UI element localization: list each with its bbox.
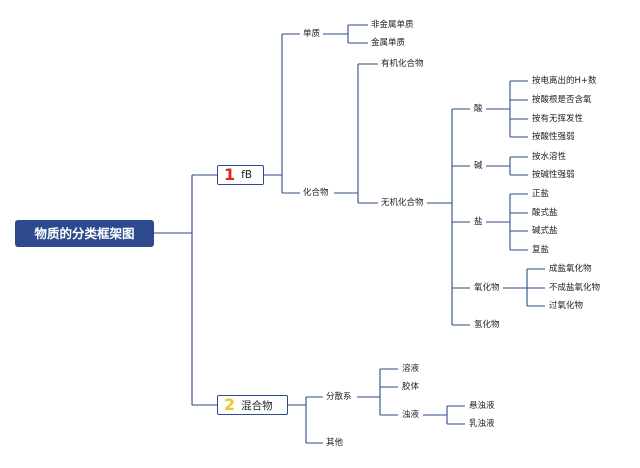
node-acid-salt[interactable]: 酸式盐 (532, 208, 558, 218)
branch-number: 1 (224, 165, 236, 184)
node-salt-forming-oxide[interactable]: 成盐氧化物 (549, 264, 592, 274)
node-acid-by-h-count[interactable]: 按电离出的H+数 (532, 76, 597, 86)
branch-label: fB (241, 169, 253, 181)
node-base-by-solubility[interactable]: 按水溶性 (532, 152, 567, 162)
node-acid-by-oxygen[interactable]: 按酸根是否含氧 (532, 95, 592, 105)
branch-number: 2 (224, 395, 236, 414)
node-nonmetal-elemental[interactable]: 非金属单质 (371, 20, 414, 30)
node-non-salt-forming-oxide[interactable]: 不成盐氧化物 (549, 283, 601, 293)
node-compound[interactable]: 化合物 (303, 188, 329, 198)
node-organic-compound[interactable]: 有机化合物 (381, 59, 424, 69)
node-basic-salt[interactable]: 碱式盐 (532, 226, 558, 236)
node-double-salt[interactable]: 复盐 (532, 245, 550, 255)
node-suspension[interactable]: 悬浊液 (469, 401, 495, 411)
node-salt[interactable]: 盐 (474, 217, 483, 227)
node-turbid-liquid[interactable]: 浊液 (402, 410, 420, 420)
node-dispersion-system[interactable]: 分散系 (326, 392, 352, 402)
node-solution[interactable]: 溶液 (402, 364, 420, 374)
root-node[interactable]: 物质的分类框架图 (15, 220, 154, 247)
node-hydride[interactable]: 氢化物 (474, 320, 500, 330)
node-oxide[interactable]: 氧化物 (474, 283, 500, 293)
branch-pure-substance[interactable]: 1 fB (217, 165, 264, 185)
node-metal-elemental[interactable]: 金属单质 (371, 38, 406, 48)
node-acid[interactable]: 酸 (474, 104, 483, 114)
branch-mixture[interactable]: 2 混合物 (217, 395, 288, 415)
node-peroxide[interactable]: 过氧化物 (549, 301, 584, 311)
node-acid-by-volatility[interactable]: 按有无挥发性 (532, 114, 584, 124)
node-other[interactable]: 其他 (326, 438, 344, 448)
node-normal-salt[interactable]: 正盐 (532, 189, 550, 199)
node-colloid[interactable]: 胶体 (402, 382, 420, 392)
node-base-by-strength[interactable]: 按碱性强弱 (532, 170, 575, 180)
node-acid-by-strength[interactable]: 按酸性强弱 (532, 132, 575, 142)
branch-label: 混合物 (241, 399, 273, 412)
node-emulsion[interactable]: 乳浊液 (469, 419, 495, 429)
node-base[interactable]: 碱 (474, 161, 483, 171)
node-inorganic-compound[interactable]: 无机化合物 (381, 198, 424, 208)
node-elemental[interactable]: 单质 (303, 29, 321, 39)
